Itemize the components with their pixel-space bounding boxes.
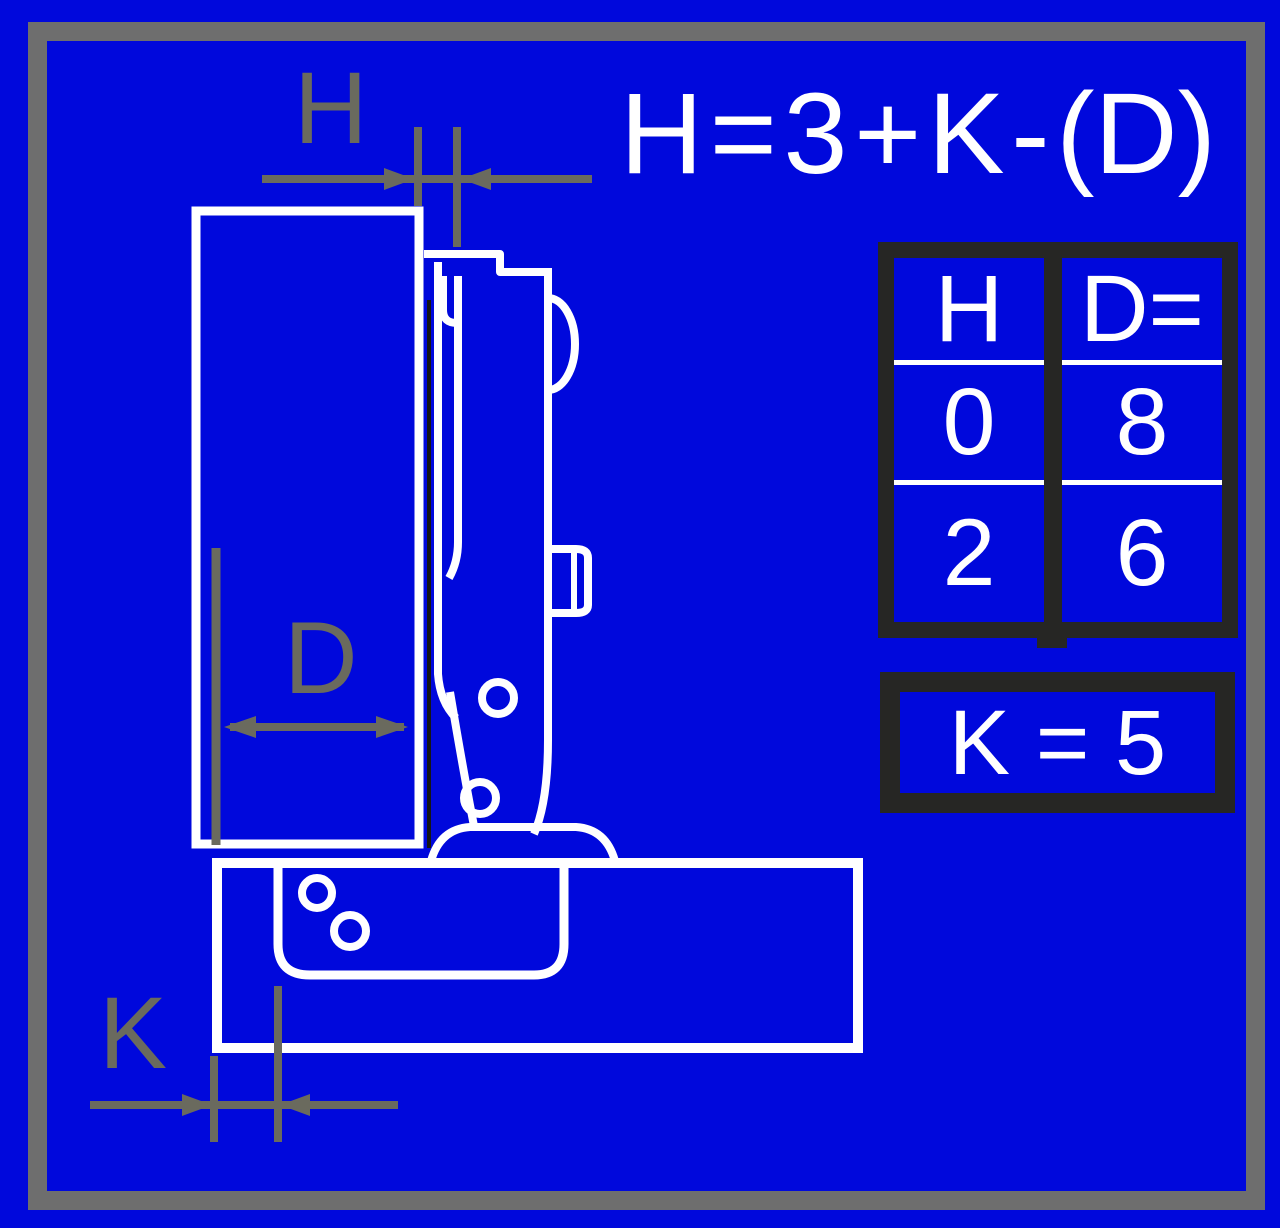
table-header-h: H bbox=[934, 255, 1004, 362]
d-dim-arrow-right bbox=[376, 716, 408, 738]
cabinet-panel bbox=[212, 858, 863, 1053]
border-frame bbox=[28, 22, 1265, 1210]
table-cell-h-row1: 0 bbox=[942, 369, 996, 475]
table-cell-h-row2: 2 bbox=[942, 500, 996, 606]
door-panel bbox=[191, 206, 424, 849]
table-column-h: H 0 2 bbox=[894, 258, 1044, 622]
hinge-cup-left-edge bbox=[445, 276, 462, 580]
hinge-pivot-bump bbox=[547, 294, 579, 394]
hinge-screw-hole-upper bbox=[478, 678, 518, 718]
hinge-slide-edge bbox=[434, 262, 459, 721]
plate-screw-hole-upper bbox=[298, 874, 336, 912]
mounting-plate bbox=[273, 866, 569, 980]
k-value-text: K = 5 bbox=[900, 692, 1215, 793]
h-dim-arrow-right bbox=[384, 168, 414, 190]
formula-text: H = 3 + K - (D) bbox=[620, 70, 1216, 198]
k-dim-arrow-right bbox=[182, 1094, 212, 1116]
table-cell-d-row2: 6 bbox=[1115, 500, 1169, 606]
table-separator bbox=[894, 360, 1044, 365]
hinge-screw-hole-lower bbox=[460, 778, 500, 818]
h-dim-arrow-left bbox=[461, 168, 491, 190]
d-dim-label: D bbox=[284, 601, 358, 715]
table-column-d: D= 8 6 bbox=[1062, 258, 1222, 622]
table-separator bbox=[1062, 480, 1222, 485]
k-value-box: K = 5 bbox=[880, 672, 1235, 813]
table-separator bbox=[1062, 360, 1222, 365]
k-dim-arrow-left bbox=[280, 1094, 310, 1116]
table-kbox-connector bbox=[1037, 634, 1067, 648]
plate-screw-hole-lower bbox=[330, 911, 370, 951]
k-dim-label: K bbox=[99, 976, 168, 1090]
h-d-table: H 0 2 D= 8 6 bbox=[878, 242, 1238, 638]
hinge-cup-right-edge bbox=[530, 276, 552, 836]
table-column-divider bbox=[1044, 258, 1062, 622]
hinge-flange-top bbox=[424, 250, 552, 276]
d-dim-arrow-left bbox=[224, 716, 256, 738]
table-cell-d-row1: 8 bbox=[1115, 369, 1169, 475]
hinge-arm-base-dome bbox=[427, 823, 619, 863]
h-dim-label: H bbox=[294, 51, 368, 165]
hinge-adjustment-tab bbox=[548, 545, 592, 617]
table-separator bbox=[894, 480, 1044, 485]
table-header-d: D= bbox=[1079, 255, 1205, 362]
